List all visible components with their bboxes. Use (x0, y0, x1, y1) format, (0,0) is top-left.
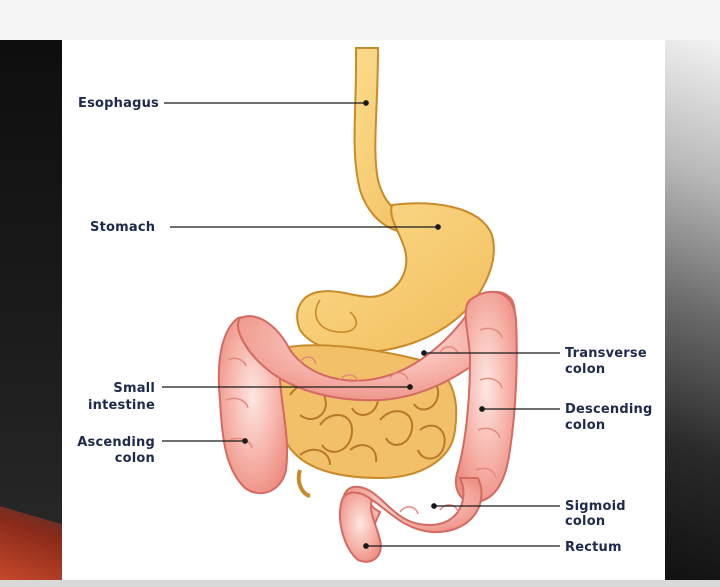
right-slide-border (665, 40, 720, 580)
sigmoid-colon-dot (431, 503, 437, 509)
label-sigmoid-colon: colon (565, 514, 605, 529)
label-ascending: Ascending (77, 435, 155, 450)
ascending-colon-dot (242, 438, 248, 444)
label-sigmoid: Sigmoid (565, 499, 626, 514)
label-transverse-colon: colon (565, 362, 605, 377)
esophagus-dot (363, 100, 369, 106)
stomach-dot (435, 224, 441, 230)
label-rectum: Rectum (565, 540, 622, 555)
stomach-shape (296, 202, 495, 354)
small-intestine-dot (407, 384, 413, 390)
label-descending: Descending (565, 402, 652, 417)
left-slide-border (0, 40, 62, 580)
label-descending-colon: colon (565, 418, 605, 433)
label-esophagus: Esophagus (78, 96, 159, 111)
label-small: Small (113, 381, 155, 396)
transverse-colon-dot (421, 350, 427, 356)
label-intestine: intestine (88, 398, 155, 413)
colon-shape (217, 290, 518, 563)
label-transverse: Transverse (565, 346, 647, 361)
label-stomach: Stomach (90, 220, 155, 235)
label-ascending-colon: colon (115, 451, 155, 466)
descending-colon-dot (479, 406, 485, 412)
bottom-bar (0, 580, 720, 587)
stomach-fold (314, 299, 358, 333)
top-bar (0, 0, 720, 40)
rectum-dot (363, 543, 369, 549)
